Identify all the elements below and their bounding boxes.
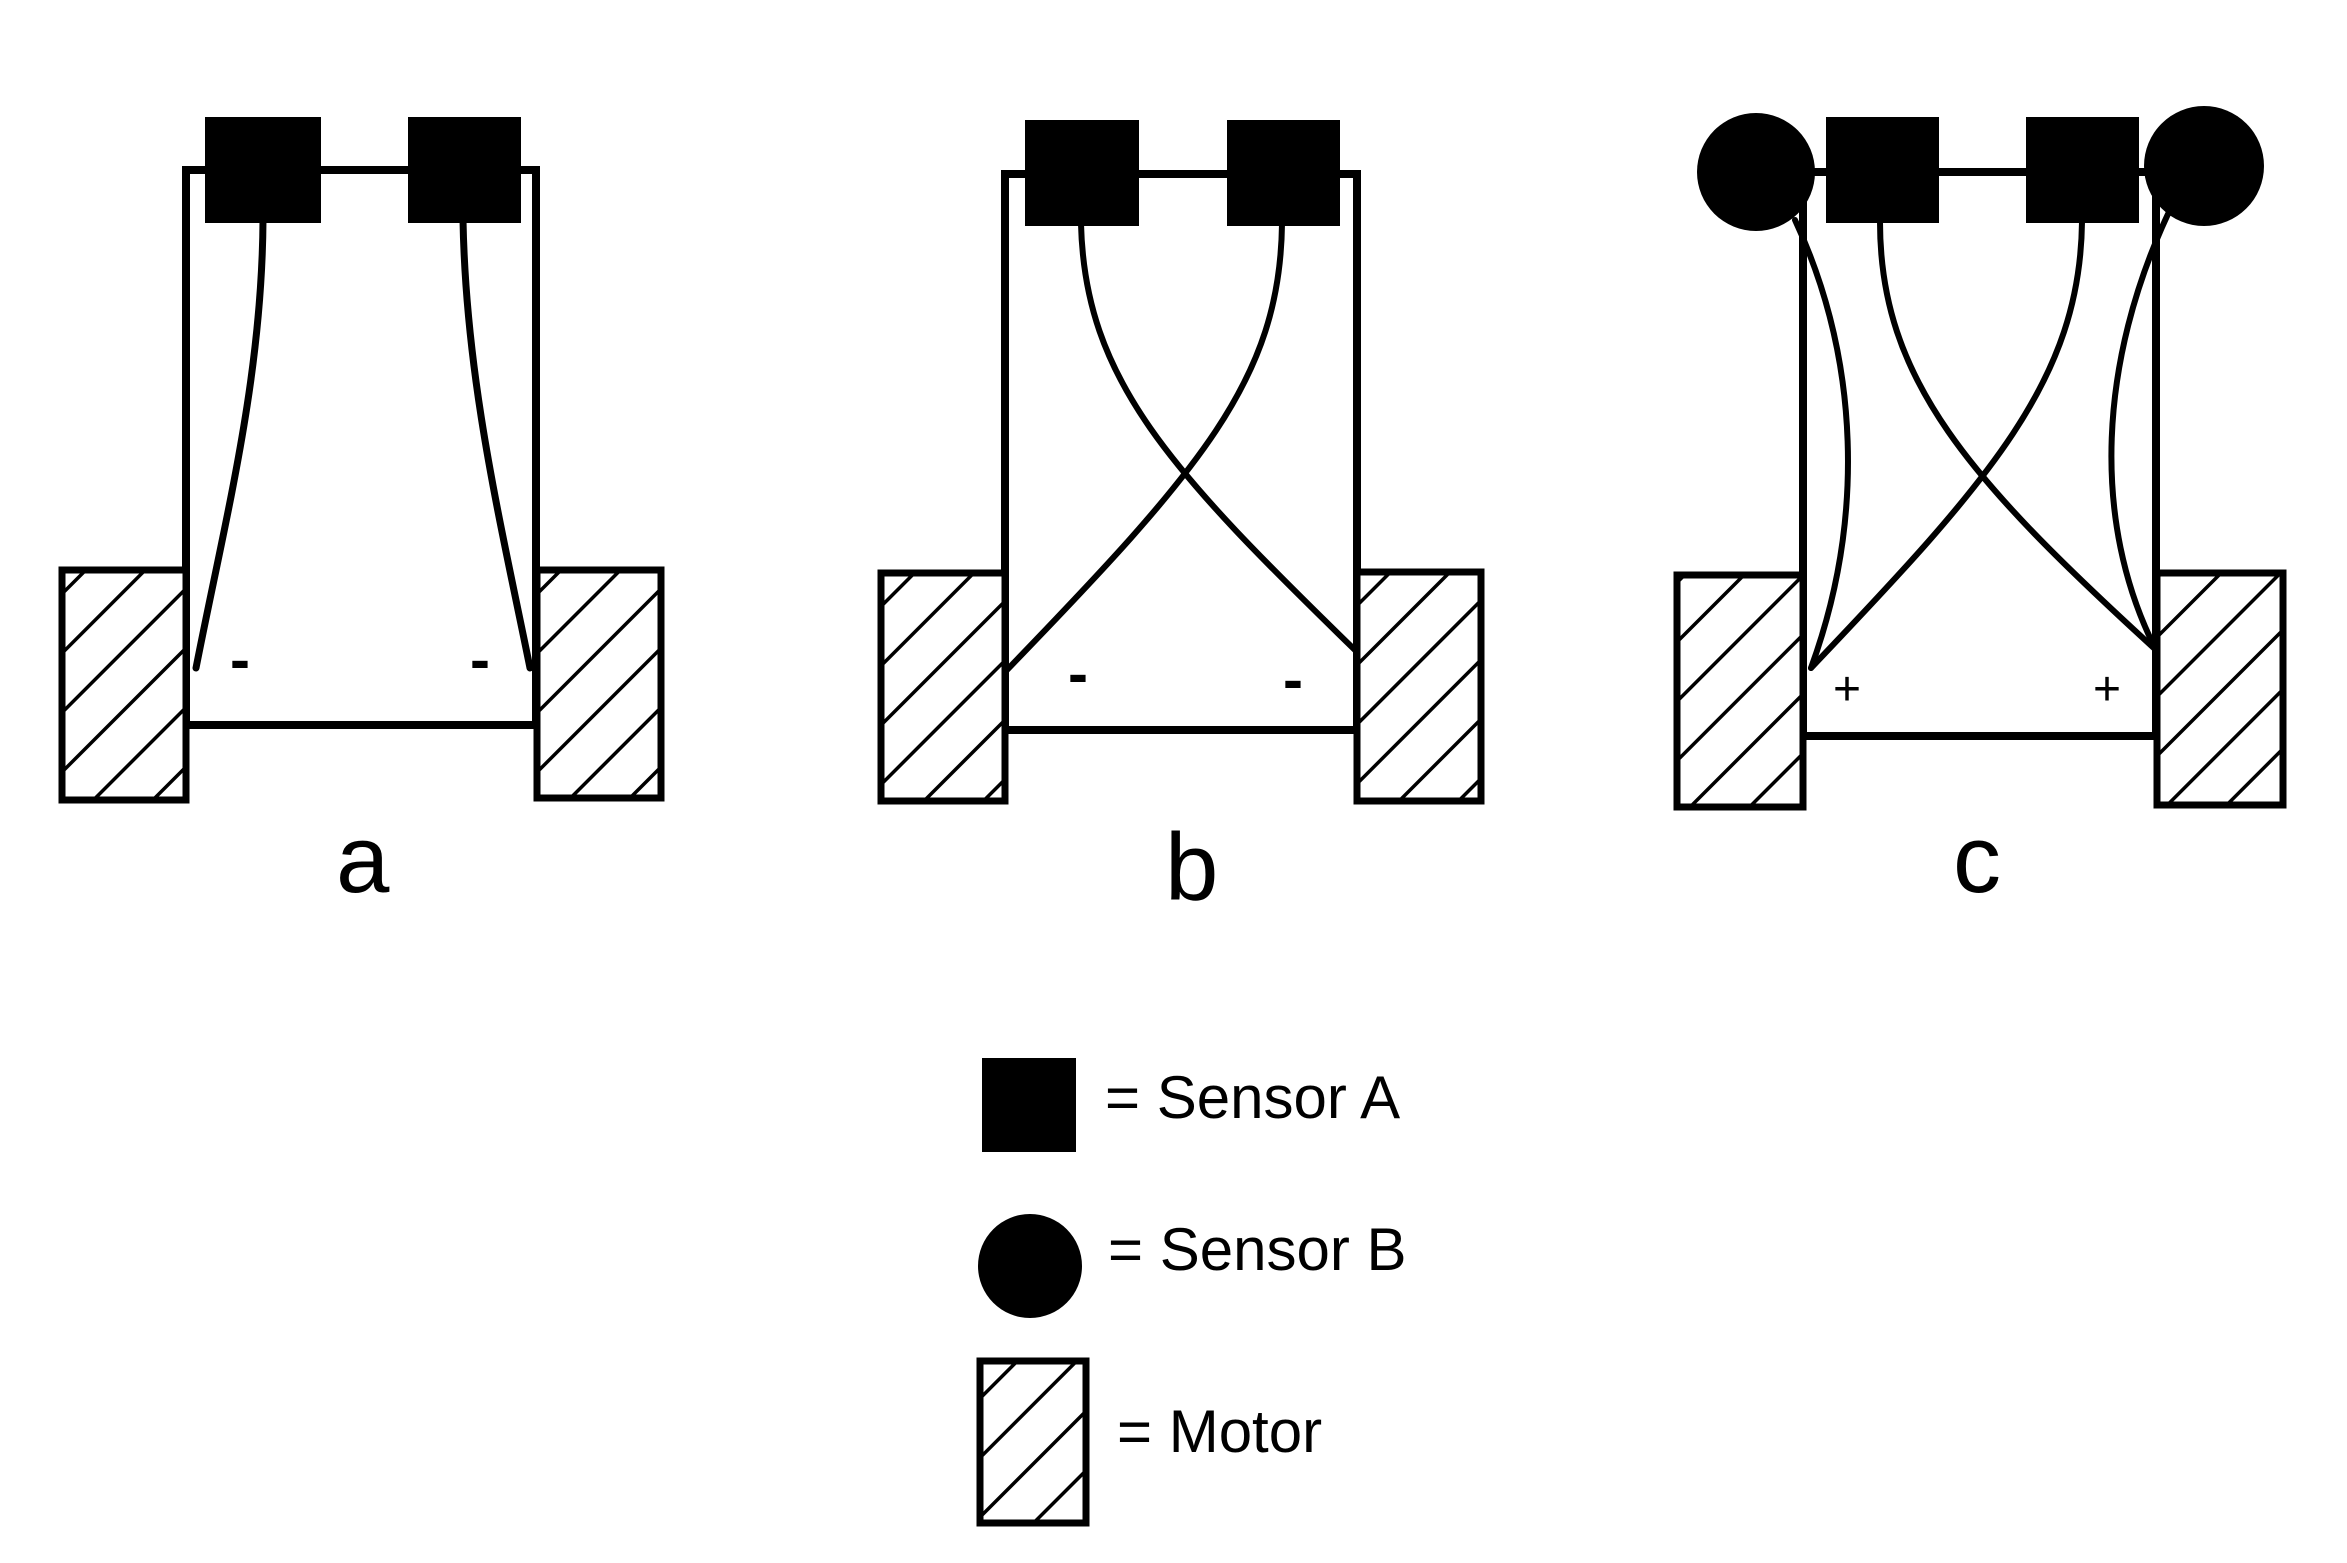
- legend-item-motor: = Motor: [976, 1357, 1322, 1527]
- panel-label: c: [1953, 806, 2001, 913]
- motor-swatch: [976, 1357, 1090, 1527]
- sensor-a-left-crossed-wire: [1877, 219, 2159, 653]
- legend-label-sensor-b: = Sensor B: [1108, 1216, 1407, 1283]
- vehicle-body: [182, 166, 540, 729]
- left-sign: +: [1833, 663, 1861, 716]
- right-sign: -: [1283, 646, 1303, 713]
- right-wire: [459, 216, 534, 672]
- panel-a: - - a: [58, 117, 665, 913]
- sensor-a-right-crossed-wire: [1808, 219, 2085, 671]
- right-sensor-b: [2144, 106, 2264, 226]
- legend-item-sensor-a: = Sensor A: [982, 1058, 1400, 1152]
- left-sign: -: [230, 626, 250, 693]
- sensor-b-left-wire: [1792, 217, 1851, 671]
- panel-c: + + c: [1673, 106, 2287, 913]
- vehicle-body: [1001, 170, 1361, 734]
- right-sensor-a: [2026, 117, 2139, 223]
- right-sensor-a: [1227, 120, 1340, 226]
- left-motor: [58, 566, 190, 804]
- sensor-a-swatch: [982, 1058, 1076, 1152]
- left-sensor-a: [1826, 117, 1939, 223]
- panel-label: a: [336, 806, 390, 913]
- panel-label: b: [1165, 814, 1218, 921]
- right-motor: [533, 566, 665, 802]
- sensor-b-right-wire: [2108, 211, 2171, 653]
- right-sign: -: [470, 626, 490, 693]
- sensor-b-swatch: [978, 1214, 1082, 1318]
- panel-b: - - b: [877, 120, 1485, 921]
- legend-label-motor: = Motor: [1117, 1398, 1322, 1465]
- left-motor: [877, 569, 1009, 805]
- left-wire: [192, 216, 267, 672]
- legend-item-sensor-b: = Sensor B: [978, 1214, 1407, 1318]
- left-to-right-wire: [1078, 221, 1360, 655]
- right-motor: [1353, 568, 1485, 805]
- left-motor: [1673, 571, 1807, 811]
- left-sign: -: [1068, 640, 1088, 707]
- vehicle-body: [1799, 168, 2160, 740]
- left-sensor-b: [1697, 113, 1815, 231]
- right-sign: +: [2093, 663, 2121, 716]
- right-sensor-a: [408, 117, 521, 223]
- legend: = Sensor A = Sensor B = Motor: [976, 1058, 1407, 1527]
- right-motor: [2153, 569, 2287, 809]
- left-sensor-a: [205, 117, 321, 223]
- left-sensor-a: [1025, 120, 1139, 226]
- legend-label-sensor-a: = Sensor A: [1105, 1064, 1400, 1131]
- right-to-left-wire: [1002, 221, 1285, 675]
